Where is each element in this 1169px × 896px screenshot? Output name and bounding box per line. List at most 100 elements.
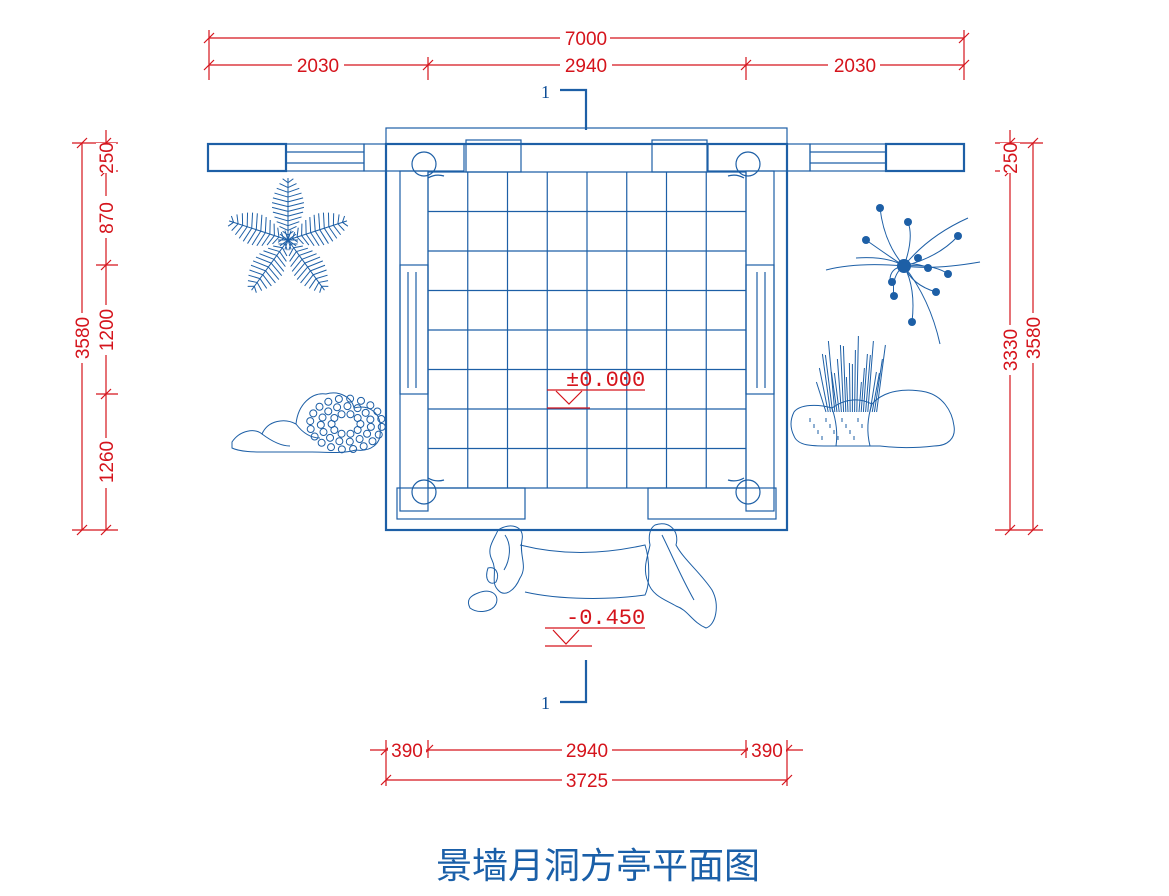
- palm-leaflet: [261, 233, 271, 247]
- palm-leaflet: [287, 183, 297, 188]
- palm-leaflet: [287, 202, 305, 208]
- shrub-bead: [327, 443, 336, 452]
- spider-plant-bud: [876, 204, 884, 212]
- shrub-bead: [337, 410, 346, 419]
- dim-bottom-right: 390: [751, 741, 783, 762]
- grass-blade: [862, 353, 868, 413]
- palm-leaflet: [242, 227, 253, 242]
- palm-leaflet: [279, 251, 287, 262]
- shrub-bead: [318, 413, 327, 422]
- palm-leaflet: [272, 211, 289, 217]
- spider-plant-bud: [904, 218, 912, 226]
- palm-leaflet: [293, 245, 303, 249]
- palm-leaflet: [296, 227, 299, 238]
- shrub-bead: [377, 422, 386, 431]
- spider-plant-center: [897, 259, 911, 273]
- palm-leaflet: [310, 264, 326, 272]
- shrub-bead: [316, 420, 325, 429]
- palm-leaflet: [276, 187, 289, 193]
- palm-leaflet: [247, 280, 258, 283]
- star-palm-plant: [227, 178, 349, 293]
- palm-leaflet: [273, 258, 285, 272]
- palm-leaflet: [300, 270, 311, 284]
- shrub-bead: [337, 429, 346, 438]
- palm-leaflet: [319, 286, 323, 293]
- palm-leaflet: [290, 255, 300, 267]
- shrub-bead: [324, 397, 333, 406]
- palm-leaflet: [259, 253, 275, 260]
- grass-blade: [876, 344, 886, 413]
- palm-frond-rib: [287, 220, 348, 241]
- dim-bottom-overall: 3725: [566, 771, 608, 792]
- palm-leaflet: [259, 278, 268, 289]
- grass-blade: [839, 344, 845, 413]
- palm-leaflet: [313, 214, 316, 232]
- dim-top-right: 2030: [834, 56, 876, 77]
- palm-leaflet: [296, 247, 309, 253]
- spider-plant-bud: [862, 236, 870, 244]
- grass-blade: [869, 371, 877, 413]
- palm-leaflet: [274, 192, 289, 198]
- shrub-bead: [319, 428, 328, 437]
- spider-plant-bud: [914, 254, 922, 262]
- palm-leaflet: [267, 266, 280, 280]
- spider-plant-bud: [924, 264, 932, 272]
- palm-leaflet: [304, 256, 321, 264]
- shrub-bead: [373, 407, 382, 416]
- bottom-dimension-lines: [370, 739, 803, 791]
- palm-leaflet: [337, 223, 345, 231]
- shrub-bead: [309, 409, 318, 418]
- shrub-bead: [330, 414, 339, 423]
- shrub-bead: [310, 432, 319, 441]
- dim-left-870: 870: [97, 202, 118, 234]
- palm-leaflet: [265, 270, 276, 284]
- left-rock-shrub-dots: [306, 394, 386, 454]
- dim-left-1200: 1200: [97, 309, 118, 351]
- palm-leaflet: [236, 214, 239, 224]
- shrub-bead: [361, 408, 370, 417]
- grass-blade: [867, 340, 874, 413]
- spider-plant-bud: [908, 318, 916, 326]
- spider-plant-leaf: [879, 207, 905, 267]
- section-mark-bottom: [560, 660, 588, 704]
- palm-leaflet: [299, 250, 313, 256]
- spider-plant-leaf: [903, 217, 969, 267]
- spider-plant-bud: [890, 292, 898, 300]
- grass-blade: [815, 381, 827, 413]
- palm-leaflet: [282, 178, 289, 184]
- spider-plant-bud: [888, 278, 896, 286]
- palm-leaflet: [287, 221, 300, 227]
- grass-blade: [858, 381, 862, 413]
- palm-leaflet: [227, 221, 234, 227]
- shrub-bead: [355, 435, 364, 444]
- palm-leaflet: [276, 255, 286, 267]
- palm-leaflet: [313, 269, 327, 276]
- dim-top-overall: 7000: [565, 29, 607, 50]
- grass-blade: [848, 362, 851, 413]
- palm-leaflet: [271, 202, 289, 208]
- dim-left-overall: 3580: [73, 317, 94, 359]
- section-mark-top: [560, 88, 588, 130]
- palm-leaflet: [322, 212, 325, 229]
- dim-bottom-middle: 2940: [566, 741, 608, 762]
- landscape-wall-left: [206, 142, 465, 173]
- palm-center: [287, 239, 297, 247]
- shrub-bead: [306, 417, 315, 426]
- dim-top-middle: 2940: [565, 56, 607, 77]
- palm-leaflet: [255, 213, 258, 230]
- palm-leaflet: [287, 187, 300, 193]
- palm-leaflet: [279, 226, 289, 231]
- grass-blade: [830, 371, 838, 413]
- elevation-marker-ground: [545, 627, 645, 647]
- palm-leaflet: [309, 217, 312, 233]
- palm-leaflet: [323, 227, 334, 242]
- palm-leaflet: [256, 282, 263, 291]
- palm-leaflet: [238, 226, 248, 239]
- palm-leaflet: [318, 280, 329, 283]
- left-dimension-lines: [72, 130, 118, 536]
- spider-plant-bud: [944, 270, 952, 278]
- dim-right-250: 250: [1001, 142, 1022, 174]
- grass-blade: [824, 354, 834, 413]
- palm-leaflet: [287, 211, 304, 217]
